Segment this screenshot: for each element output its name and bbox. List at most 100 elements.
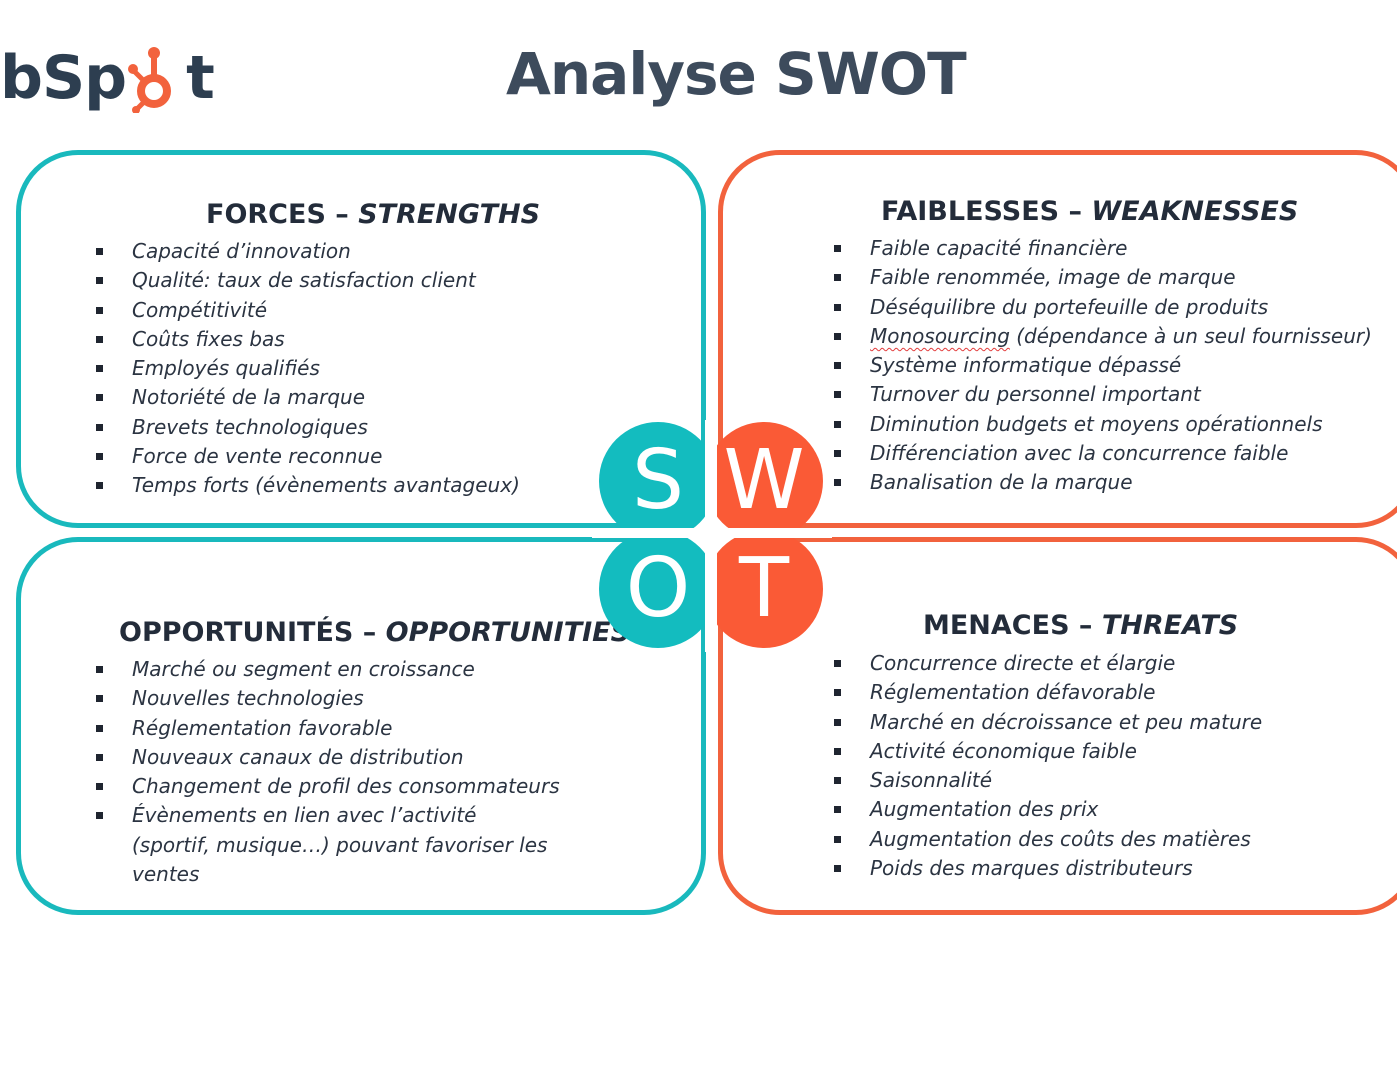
bullet-icon — [96, 753, 103, 761]
list-item: Temps forts (évènements avantageux) — [96, 471, 520, 500]
bullet-icon — [834, 479, 841, 487]
list-item: Compétitivité — [96, 296, 520, 325]
center-divider-horizontal — [592, 528, 832, 538]
bullet-icon — [834, 362, 841, 370]
list-item-text: Augmentation des prix — [870, 797, 1099, 822]
weaknesses-title-en: WEAKNESSES — [1091, 196, 1299, 227]
list-item-text: Marché en décroissance et peu mature — [870, 709, 1263, 734]
strengths-box: FORCES – STRENGTHS Capacité d’innovation… — [16, 150, 706, 528]
list-item: Monosourcing (dépendance à un seul fourn… — [834, 322, 1372, 351]
threats-title-en: THREATS — [1101, 610, 1239, 641]
list-item-text: Monosourcing — [870, 323, 1010, 348]
bullet-icon — [96, 812, 103, 820]
bullet-icon — [834, 747, 841, 755]
list-item-text: Brevets technologiques — [132, 414, 368, 439]
bullet-icon — [834, 835, 841, 843]
opportunities-title-en: OPPORTUNITIES — [385, 617, 631, 648]
weaknesses-title-fr: FAIBLESSES – — [881, 196, 1092, 227]
letter-o-circle: O — [599, 530, 717, 648]
list-item-text: Système informatique dépassé — [870, 353, 1182, 378]
list-item: Capacité d’innovation — [96, 237, 520, 266]
list-item-text: Employés qualifiés — [132, 356, 320, 381]
list-item: Concurrence directe et élargie — [834, 649, 1262, 678]
list-item: Force de vente reconnue — [96, 442, 520, 471]
opportunities-box: OPPORTUNITÉS – OPPORTUNITIES Marché ou s… — [16, 537, 706, 915]
list-item: Marché en décroissance et peu mature — [834, 708, 1262, 737]
list-item: Différenciation avec la concurrence faib… — [834, 439, 1372, 468]
list-item: Employés qualifiés — [96, 354, 520, 383]
list-item: Turnover du personnel important — [834, 380, 1372, 409]
list-item: Diminution budgets et moyens opérationne… — [834, 410, 1372, 439]
list-item: Déséquilibre du portefeuille de produits — [834, 293, 1372, 322]
bullet-icon — [834, 274, 841, 282]
bullet-icon — [96, 695, 103, 703]
opportunities-list: Marché ou segment en croissance Nouvelle… — [96, 655, 560, 889]
list-item: Faible capacité financière — [834, 234, 1372, 263]
sprocket-icon — [128, 43, 184, 114]
bullet-icon — [834, 806, 841, 814]
list-item: Activité économique faible — [834, 737, 1262, 766]
list-item-text: Nouveaux canaux de distribution — [132, 744, 464, 769]
logo-text-right: t — [186, 43, 215, 113]
opportunities-title-fr: OPPORTUNITÉS – — [119, 617, 386, 648]
bullet-icon — [834, 689, 841, 697]
strengths-title-en: STRENGTHS — [358, 199, 541, 230]
bullet-icon — [834, 718, 841, 726]
letter-w-circle: W — [705, 422, 823, 540]
brand-logo: bSp t — [0, 38, 215, 118]
list-item: Nouvelles technologies — [96, 684, 560, 713]
bullet-icon — [96, 666, 103, 673]
list-item: Nouveaux canaux de distribution — [96, 743, 560, 772]
list-item: Banalisation de la marque — [834, 468, 1372, 497]
list-item: Évènements en lien avec l’activité (spor… — [96, 801, 552, 889]
list-item-text: Activité économique faible — [870, 738, 1137, 763]
list-item-text: Marché ou segment en croissance — [132, 657, 475, 681]
weaknesses-list: Faible capacité financière Faible renomm… — [834, 234, 1372, 498]
list-item-text: Concurrence directe et élargie — [870, 651, 1176, 675]
list-item: Qualité: taux de satisfaction client — [96, 266, 520, 295]
list-item: Réglementation favorable — [96, 714, 560, 743]
list-item: Changement de profil des consommateurs — [96, 772, 560, 801]
list-item: Marché ou segment en croissance — [96, 655, 560, 684]
list-item-text: Temps forts (évènements avantageux) — [132, 473, 520, 498]
list-item-text: Changement de profil des consommateurs — [132, 774, 560, 799]
threats-box: MENACES – THREATS Concurrence directe et… — [718, 537, 1397, 915]
strengths-title-fr: FORCES – — [206, 199, 359, 230]
list-item-text: Turnover du personnel important — [870, 382, 1201, 407]
bullet-icon — [96, 306, 103, 314]
bullet-icon — [834, 332, 841, 340]
list-item-text: Compétitivité — [132, 297, 268, 322]
opportunities-title: OPPORTUNITÉS – OPPORTUNITIES — [119, 617, 630, 648]
weaknesses-box: FAIBLESSES – WEAKNESSES Faible capacité … — [718, 150, 1397, 528]
bullet-icon — [96, 724, 103, 732]
weaknesses-title: FAIBLESSES – WEAKNESSES — [881, 196, 1298, 227]
bullet-icon — [96, 783, 103, 791]
threats-title-fr: MENACES – — [923, 610, 1102, 641]
letter-t-circle: T — [705, 530, 823, 648]
list-item-text: Augmentation des coûts des matières — [870, 826, 1251, 851]
page-title: Analyse SWOT — [506, 40, 967, 108]
list-item: Augmentation des prix — [834, 795, 1262, 824]
bullet-icon — [834, 420, 841, 428]
bullet-icon — [834, 660, 841, 667]
bullet-icon — [96, 335, 103, 343]
bullet-icon — [96, 394, 103, 402]
bullet-icon — [96, 482, 103, 490]
list-item: Coûts fixes bas — [96, 325, 520, 354]
bullet-icon — [834, 777, 841, 785]
threats-title: MENACES – THREATS — [923, 610, 1238, 641]
list-item-text: Déséquilibre du portefeuille de produits — [870, 294, 1269, 319]
bullet-icon — [96, 453, 103, 461]
list-item: Brevets technologiques — [96, 413, 520, 442]
list-item-text: Poids des marques distributeurs — [870, 856, 1193, 881]
threats-list: Concurrence directe et élargie Réglement… — [834, 649, 1262, 883]
list-item: Réglementation défavorable — [834, 678, 1262, 707]
bullet-icon — [96, 365, 103, 373]
bullet-icon — [834, 391, 841, 399]
bullet-icon — [834, 303, 841, 311]
list-item-text: Évènements en lien avec l’activité (spor… — [132, 803, 548, 887]
list-item-text: Faible renommée, image de marque — [870, 265, 1236, 290]
list-item-text: Capacité d’innovation — [132, 239, 351, 263]
list-item-text: (dépendance à un seul fournisseur) — [1009, 323, 1372, 348]
list-item-text: Faible capacité financière — [870, 236, 1128, 260]
